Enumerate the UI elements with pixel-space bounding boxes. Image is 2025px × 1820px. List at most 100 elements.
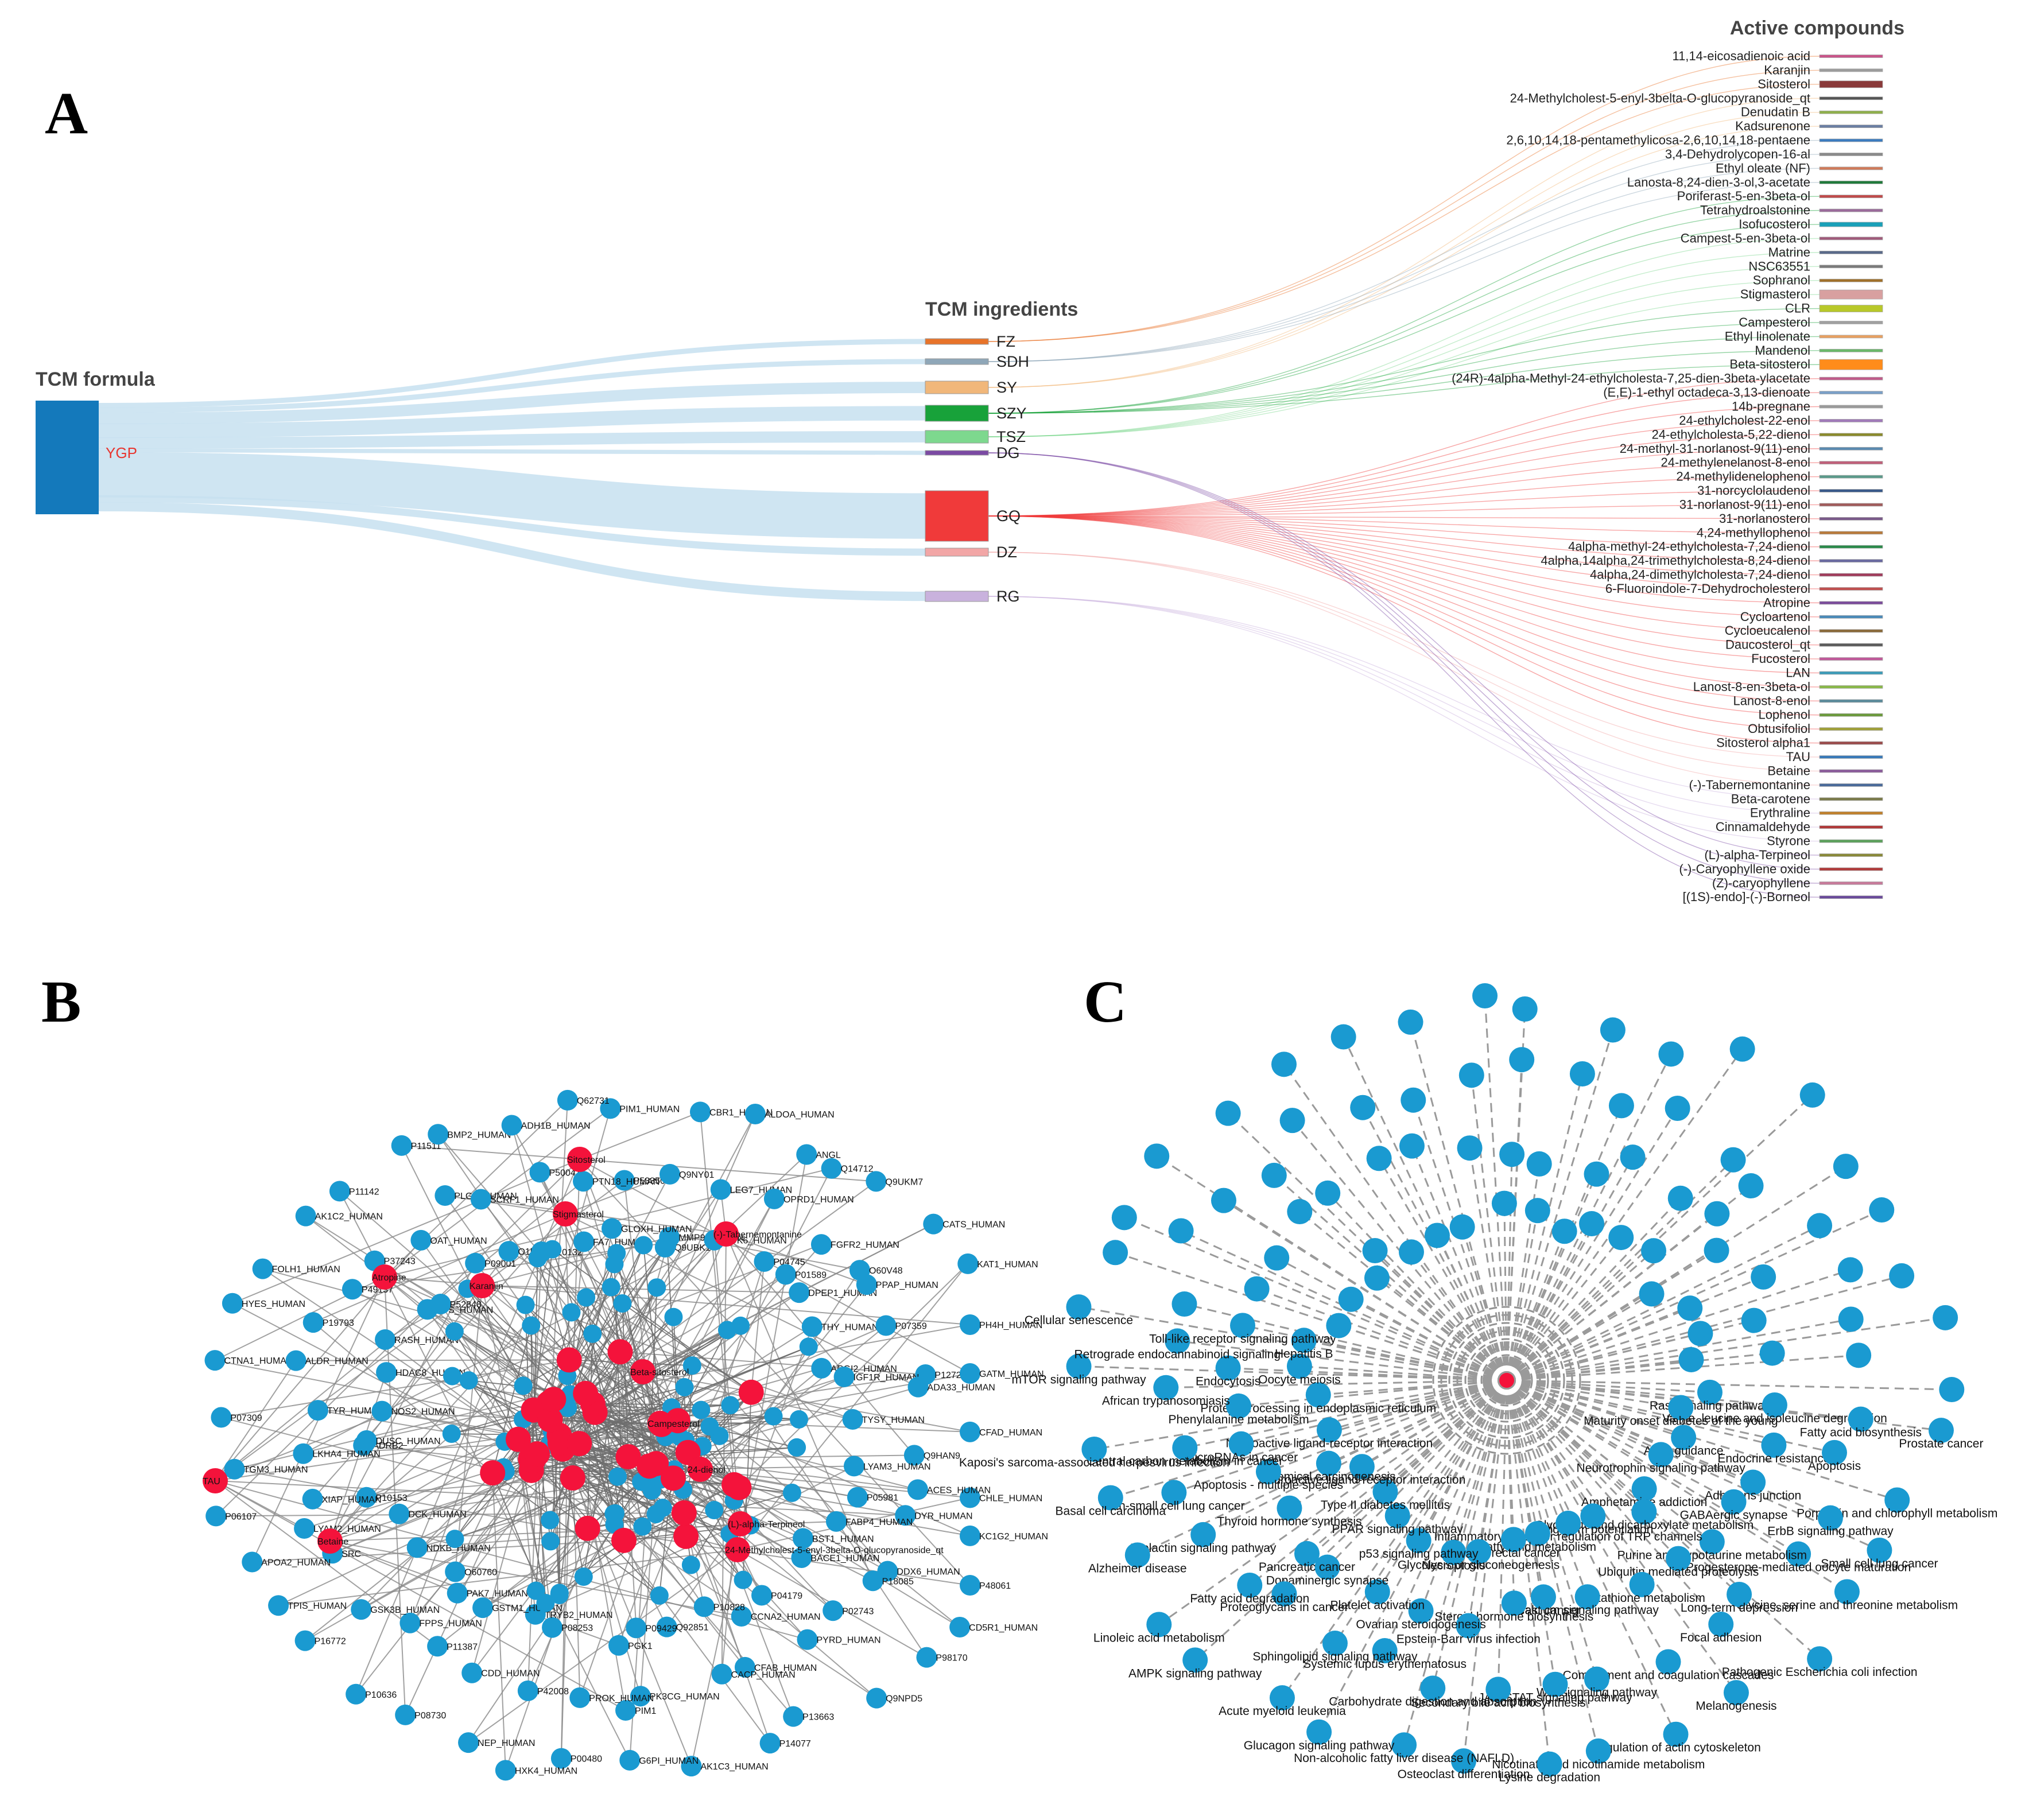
pathway-node[interactable] [1551,1218,1577,1244]
target-node[interactable]: PH4H_HUMAN [960,1314,1042,1335]
pathway-node[interactable]: Retrograde endocannabinoid signaling [1074,1328,1281,1361]
target-node[interactable]: P11387 [427,1636,478,1657]
target-node-inner[interactable] [721,1396,740,1415]
pathway-node[interactable] [1933,1305,1958,1330]
target-node-inner[interactable] [700,1417,719,1436]
target-node-inner[interactable] [799,1337,818,1356]
target-node[interactable]: DUSC_HUMAN [356,1430,441,1451]
pathway-node[interactable]: Small cell lung cancer [1821,1537,1938,1570]
pathway-node[interactable] [1667,1185,1693,1211]
pathway-node[interactable]: AMPK signaling pathway [1128,1647,1262,1680]
target-node[interactable]: FABP4_HUMAN [825,1511,913,1532]
target-node-inner[interactable] [682,1356,701,1375]
target-node-inner[interactable] [522,1316,541,1335]
pathway-node[interactable]: ErbB signaling pathway [1767,1505,1894,1538]
pathway-node[interactable]: Fatty acid degradation [1190,1572,1309,1605]
pathway-node[interactable] [1838,1306,1864,1332]
target-node-inner[interactable] [528,1249,547,1268]
target-node[interactable]: TPIS_HUMAN [268,1595,347,1616]
target-node[interactable]: P11511 [391,1135,441,1156]
target-node[interactable]: GATM_HUMAN [960,1363,1044,1384]
pathway-node[interactable] [1807,1213,1833,1239]
pathway-node[interactable]: Long-term depression [1681,1581,1798,1615]
compound-hub[interactable]: Atropine [372,1264,406,1290]
target-node-inner[interactable] [445,1322,464,1341]
pathway-node[interactable] [1799,1082,1825,1108]
target-node[interactable]: P08253 [542,1617,593,1638]
pathway-node[interactable] [1688,1321,1713,1346]
target-node[interactable]: P05981 [847,1487,898,1508]
target-node[interactable]: P19793 [302,1312,354,1333]
pathway-node[interactable] [1639,1281,1665,1307]
pathway-node[interactable] [1491,1190,1517,1216]
target-node-inner[interactable] [543,1240,562,1259]
pathway-node[interactable]: p53 signaling pathway [1359,1528,1479,1561]
target-node[interactable]: KAT1_HUMAN [957,1253,1038,1274]
target-node[interactable]: XIAP_HUMAN [302,1488,382,1509]
target-node[interactable]: PPAP_HUMAN [856,1274,938,1295]
pathway-node[interactable] [1751,1264,1776,1290]
target-node[interactable]: NEP_HUMAN [458,1732,535,1753]
pathway-node[interactable] [1350,1095,1376,1120]
compound-hub-node[interactable] [505,1426,531,1452]
target-node[interactable]: PGK1 [608,1635,653,1656]
pathway-node[interactable]: Non-alcoholic fatty liver disease (NAFLD… [1294,1732,1514,1765]
pathway-node[interactable]: Fatty acid biosynthesis [1800,1406,1922,1439]
target-node[interactable]: O60V48 [849,1260,903,1281]
target-node[interactable]: ACES_HUMAN [907,1479,991,1500]
target-node[interactable]: HYES_HUMAN [222,1293,305,1314]
target-node[interactable]: P01589 [775,1264,827,1285]
target-node[interactable]: P14077 [759,1733,811,1754]
compound-hub-node[interactable] [615,1444,641,1470]
pathway-node[interactable] [1398,1009,1423,1035]
compound-hub[interactable]: TAU [203,1468,228,1493]
pathway-node[interactable] [1398,1239,1424,1265]
pathway-node[interactable] [1364,1265,1390,1291]
target-node[interactable]: IGF1R_HUMAN [833,1366,920,1387]
pathway-node[interactable]: Non-small cell lung cancer [1103,1480,1245,1512]
pathway-node[interactable] [1939,1377,1965,1403]
pathway-node[interactable] [1738,1173,1764,1199]
target-node-inner[interactable] [633,1517,652,1536]
pathway-node[interactable] [1512,996,1538,1022]
target-node[interactable]: P13663 [783,1706,834,1727]
target-node[interactable]: P04179 [751,1585,802,1606]
pathway-node[interactable] [1401,1087,1426,1113]
target-node-inner[interactable] [782,1483,801,1502]
target-node[interactable]: P07309 [211,1407,262,1428]
target-node-inner[interactable] [664,1307,683,1326]
target-node-inner[interactable] [734,1570,752,1589]
target-node-inner[interactable] [526,1581,545,1600]
pathway-node[interactable]: Platelet activation [1330,1579,1425,1612]
target-node[interactable]: P53350 [614,1170,665,1191]
target-node[interactable]: ADH1B_HUMAN [501,1115,591,1136]
target-node[interactable]: BACE1_HUMAN [791,1547,879,1568]
compound-hub-node[interactable] [567,1431,592,1457]
compound-hub[interactable]: Sitosterol [567,1147,606,1172]
target-node[interactable]: PLGF_HUMAN [435,1185,517,1206]
target-node[interactable]: ALDR_HUMAN [285,1350,368,1371]
compound-hub-node[interactable] [560,1465,585,1491]
pathway-node[interactable] [1264,1245,1290,1271]
compound-hub-node[interactable] [660,1465,686,1491]
pathway-node[interactable] [1658,1041,1684,1067]
target-node[interactable]: P52848 [430,1293,482,1314]
pathway-node[interactable]: Progesterone-mediated oocyte maturation [1686,1541,1911,1574]
pathway-node[interactable] [1362,1238,1388,1264]
target-node[interactable]: GSK3B_HUMAN [351,1599,440,1620]
target-node[interactable]: APOA2_HUMAN [242,1551,331,1573]
pathway-node[interactable] [1584,1161,1609,1187]
pathway-node[interactable]: Neurotrophin signaling pathway [1577,1442,1746,1474]
pathway-node[interactable]: Osteoclast differentiation [1398,1748,1530,1781]
target-node[interactable]: AK1C3_HUMAN [681,1756,769,1777]
pathway-node[interactable] [1641,1238,1667,1264]
pathway-node[interactable]: Porphyrin and chlorophyll metabolism [1797,1487,1997,1520]
target-node[interactable]: P50041 [529,1162,581,1183]
pathway-node[interactable] [1424,1223,1450,1248]
pathway-node[interactable] [1729,1036,1755,1062]
pathway-node[interactable]: Linoleic acid metabolism [1093,1612,1225,1644]
pathway-node[interactable] [1457,1135,1483,1161]
pathway-node[interactable]: Hepatitis B [1275,1328,1333,1360]
target-node[interactable]: P42008 [517,1680,569,1701]
target-node[interactable]: CFAD_HUMAN [960,1421,1042,1442]
